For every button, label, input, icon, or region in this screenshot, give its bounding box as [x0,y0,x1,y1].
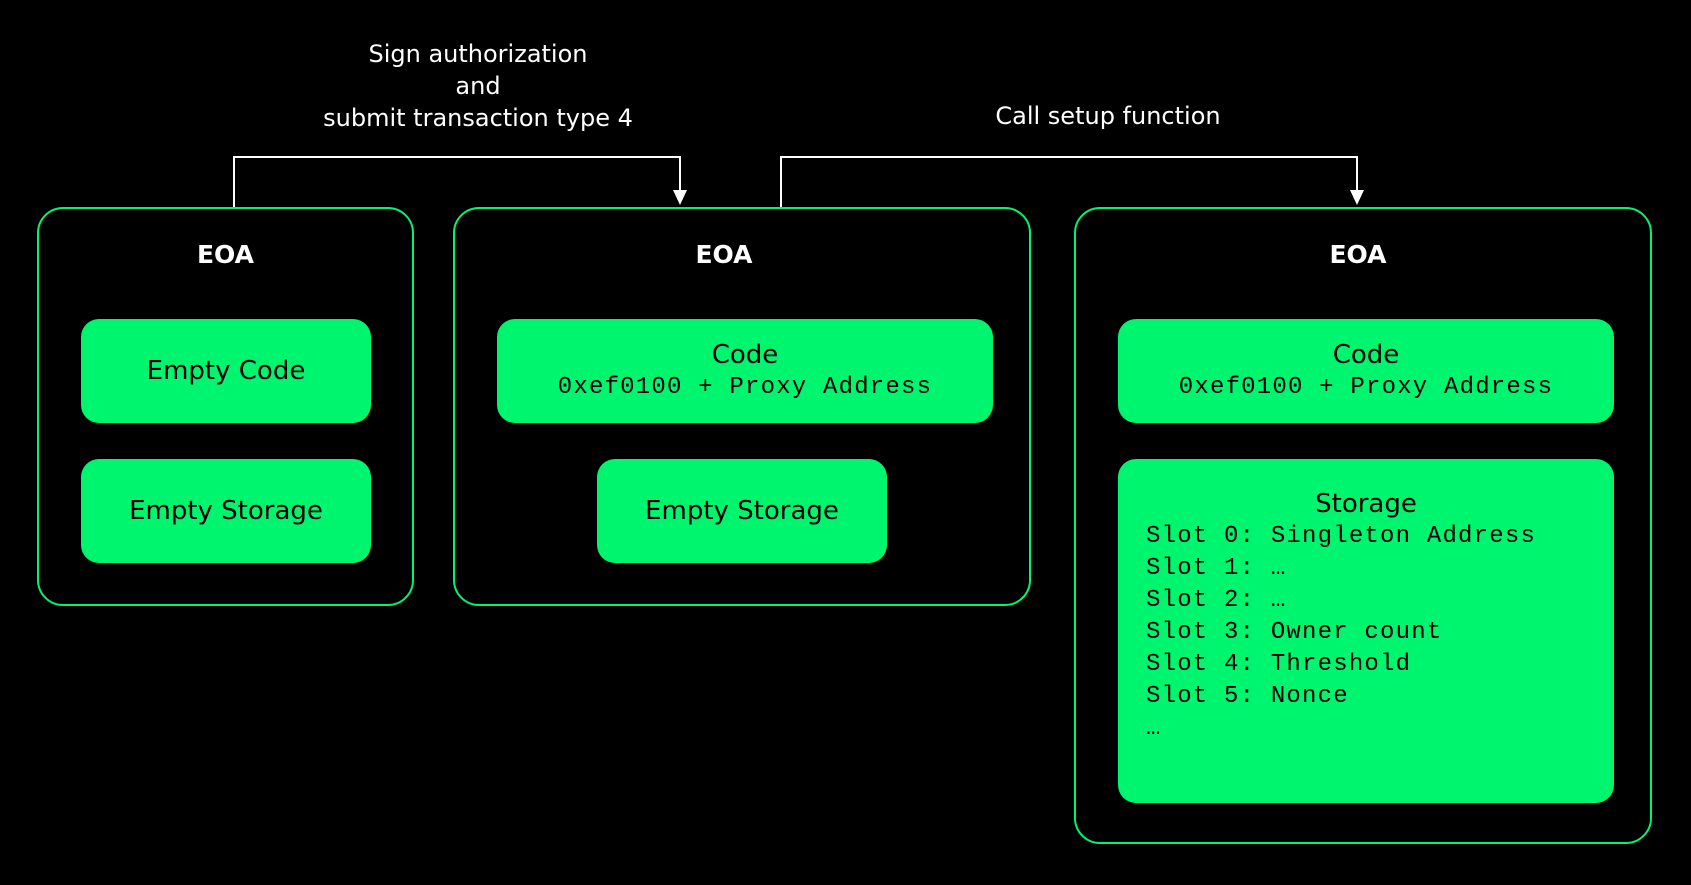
arrowhead-sign-authorization [673,190,687,205]
code-label: Empty Code [146,356,306,386]
code-value: 0xef0100 + Proxy Address [1178,374,1554,401]
eoa-title: EOA [695,240,753,269]
code-box: Empty Code [81,319,371,423]
storage-box: Empty Storage [597,459,887,563]
storage-box: Empty Storage [81,459,371,563]
storage-box: Storage Slot 0: Singleton Address Slot 1… [1118,459,1614,803]
arrow-label-sign-authorization: Sign authorization and submit transactio… [278,38,678,134]
arrow-label-line: Call setup function [995,102,1221,130]
code-label: Code [711,340,779,370]
storage-slot: Slot 0: Singleton Address [1146,523,1537,550]
storage-slot: Slot 2: … [1146,587,1287,614]
storage-label: Empty Storage [129,496,323,526]
code-value: 0xef0100 + Proxy Address [557,374,933,401]
arrow-sign-authorization [233,156,681,207]
arrowhead-call-setup [1350,190,1364,205]
storage-slot: … [1146,715,1162,742]
code-box: Code 0xef0100 + Proxy Address [497,319,993,423]
storage-label: Storage [1315,489,1417,519]
storage-slot: Slot 1: … [1146,555,1287,582]
storage-slot: Slot 5: Nonce [1146,683,1349,710]
storage-slot: Slot 4: Threshold [1146,651,1412,678]
storage-label: Empty Storage [645,496,839,526]
eoa-panel-setup: EOA Code 0xef0100 + Proxy Address Storag… [1074,207,1652,844]
eoa-title: EOA [1329,240,1387,269]
arrow-label-line: Sign authorization [368,40,588,68]
storage-slot: Slot 3: Owner count [1146,619,1443,646]
code-box: Code 0xef0100 + Proxy Address [1118,319,1614,423]
eoa-title: EOA [196,240,254,269]
arrow-call-setup [780,156,1358,207]
eoa-panel-delegated: EOA Code 0xef0100 + Proxy Address Empty … [453,207,1031,606]
code-label: Code [1332,340,1400,370]
eoa-panel-initial: EOA Empty Code Empty Storage [37,207,414,606]
arrow-label-line: submit transaction type 4 [323,104,633,132]
arrow-label-call-setup: Call setup function [908,100,1308,132]
arrow-label-line: and [455,72,501,100]
